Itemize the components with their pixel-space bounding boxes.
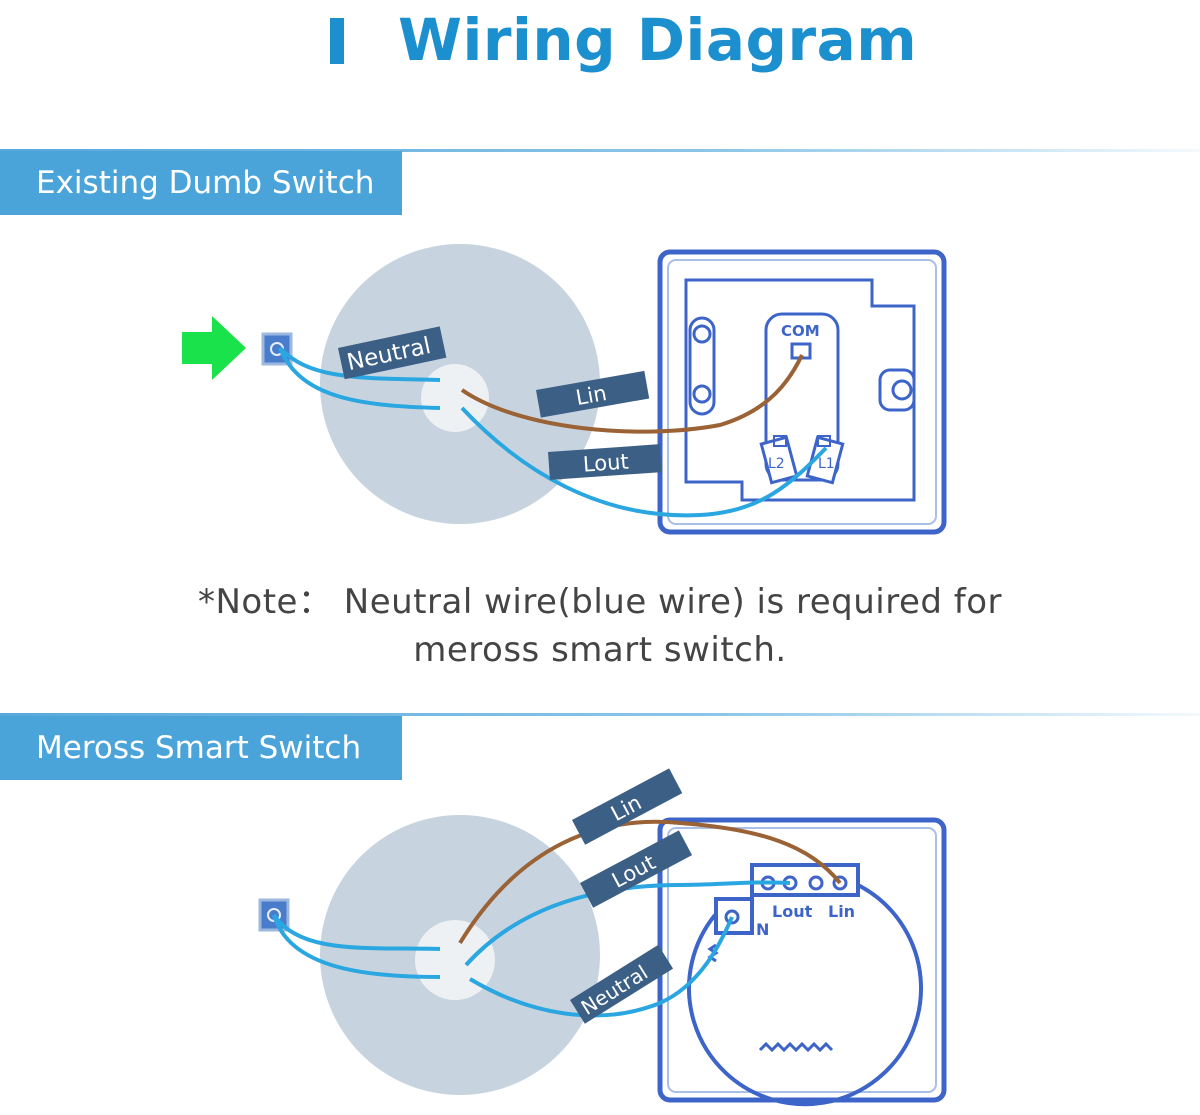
neutral-wire	[468, 916, 734, 1018]
neutral-wire-note: *Note： Neutral wire(blue wire) is requir…	[0, 578, 1200, 674]
neutral-wire	[272, 914, 441, 979]
wire-tag	[570, 944, 674, 1024]
section-tab-meross-smart-switch: Meross Smart Switch	[0, 716, 402, 780]
title-accent-bar	[330, 18, 344, 64]
wire-tag	[536, 370, 650, 418]
live-wire	[458, 819, 842, 945]
lout-terminal-label: Lout	[772, 902, 813, 921]
lout-wire-label: Lout	[582, 449, 629, 476]
neutral-wire	[278, 347, 441, 410]
section-tab-existing-dumb-switch: Existing Dumb Switch	[0, 151, 402, 215]
l2-terminal-label: L2	[768, 456, 785, 472]
wire-tag	[338, 326, 447, 380]
com-terminal-label: COM	[781, 322, 820, 340]
lin-wire-label: Lin	[574, 381, 609, 410]
n-terminal-label: N	[756, 920, 769, 939]
l1-terminal-label: L1	[818, 456, 835, 472]
load-wire	[460, 406, 828, 518]
neutral-wire	[272, 913, 441, 951]
section-divider-line	[0, 713, 1200, 716]
note-line-2: meross smart switch.	[413, 630, 787, 670]
lin-terminal-label: Lin	[828, 902, 855, 921]
live-wire	[460, 354, 804, 434]
load-wire	[464, 880, 791, 967]
switch-plate	[657, 249, 947, 535]
wire-tag	[548, 444, 662, 480]
smart-switch-wiring-diagram: Lout Lin N Lin Lout Neutral	[258, 768, 947, 1107]
wire-tag	[572, 768, 683, 845]
note-line-1: *Note： Neutral wire(blue wire) is requir…	[197, 582, 1003, 622]
smart-switch-module	[657, 817, 947, 1107]
neutral-wire	[278, 346, 441, 382]
green-arrow-icon	[182, 316, 246, 380]
wire-tag	[580, 830, 693, 908]
dumb-switch-wiring-diagram: COM L2 L1 Neutral Lin Lout	[182, 244, 947, 535]
page-title: Wiring Diagram	[398, 6, 918, 74]
section-divider-line	[0, 149, 1200, 152]
